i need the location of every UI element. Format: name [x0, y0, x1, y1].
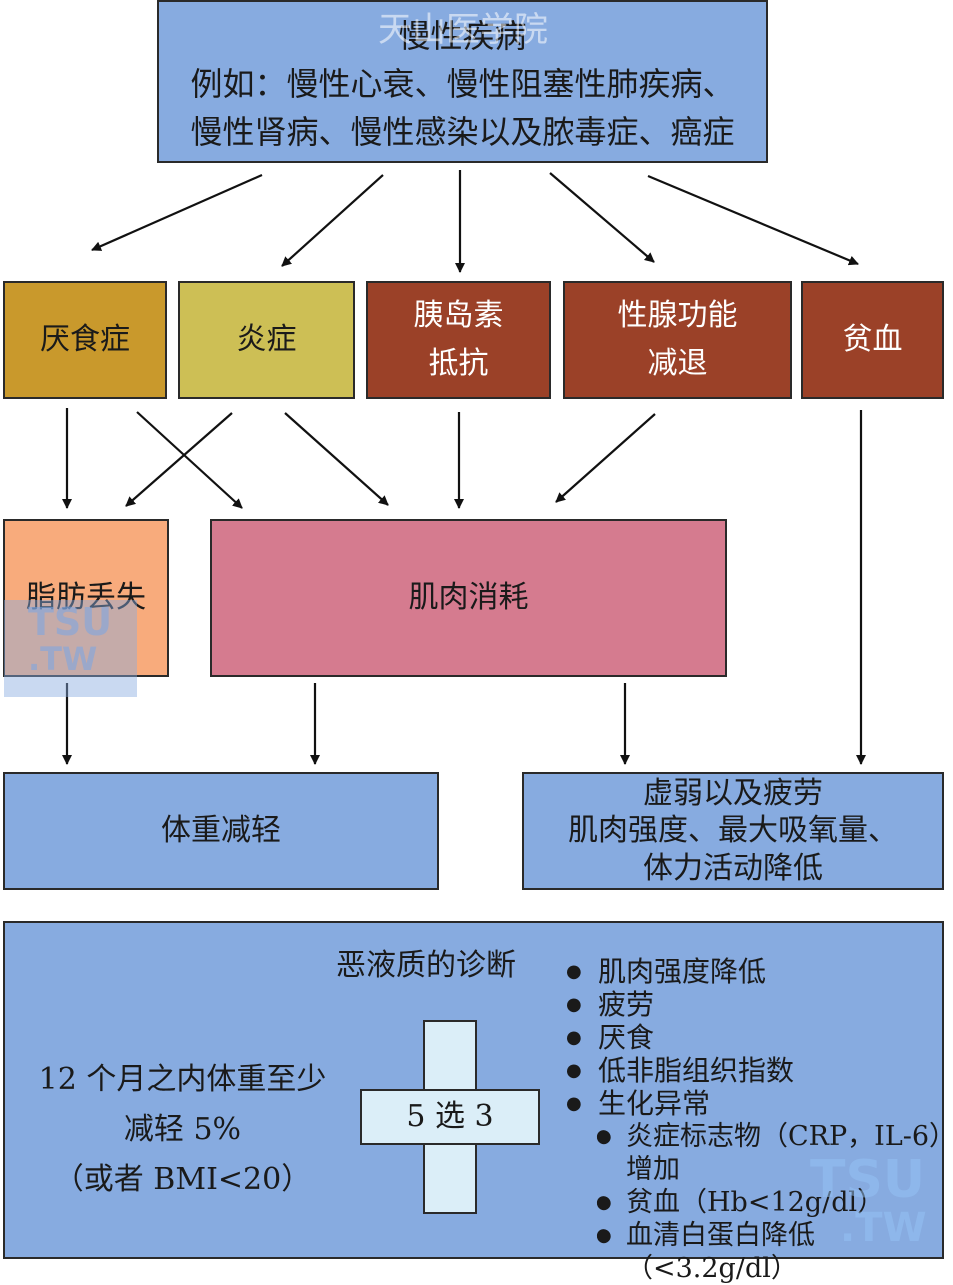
plus-cross-shape: 5 选 3: [360, 1020, 540, 1214]
sub-criteria-inflammation-line1: 炎症标志物（CRP，IL-6）: [626, 1121, 953, 1152]
watermark-logo-right-2: .TW: [840, 1205, 927, 1251]
fat-loss-label: 脂肪丢失: [26, 579, 146, 615]
weight-loss-criterion-line2: 减轻 5%: [123, 1112, 242, 1147]
sub-criteria-anemia-label: 贫血（Hb<12g/dl）: [626, 1187, 885, 1218]
chronic-disease-examples-1: 例如：慢性心衰、慢性阻塞性肺疾病、: [190, 65, 735, 103]
watermark-top: 天山医学院: [378, 10, 548, 50]
factor-anorexia-label: 厌食症: [40, 321, 130, 357]
factor-hypogonadism-line2: 减退: [647, 346, 708, 381]
factor-anorexia-box: 厌食症: [3, 281, 167, 399]
criteria-item: 疲劳: [566, 988, 953, 1021]
chronic-disease-box: 慢性疾病 例如：慢性心衰、慢性阻塞性肺疾病、 慢性肾病、慢性感染以及脓毒症、癌症: [157, 0, 768, 163]
weakness-fatigue-line1: 虚弱以及疲劳: [643, 775, 823, 811]
diagnosis-title: 恶液质的诊断: [336, 948, 516, 983]
weight-loss-label: 体重减轻: [161, 812, 281, 848]
weight-loss-criterion-line3: （或者 BMI<20）: [53, 1162, 312, 1197]
factor-insulin-resistance-line1: 胰岛素: [413, 298, 504, 333]
muscle-loss-label: 肌肉消耗: [408, 579, 529, 615]
factor-anemia-box: 贫血: [801, 281, 944, 399]
chronic-disease-examples-2: 慢性肾病、慢性感染以及脓毒症、癌症: [190, 113, 735, 151]
watermark-logo-right-1: TSU: [810, 1150, 926, 1210]
weight-loss-box: 体重减轻: [3, 772, 439, 890]
factor-inflammation-box: 炎症: [178, 281, 355, 399]
criteria-item: 低非脂组织指数: [566, 1054, 953, 1087]
weakness-fatigue-box: 虚弱以及疲劳 肌肉强度、最大吸氧量、 体力活动降低: [522, 772, 944, 890]
criteria-rule-label: 5 选 3: [406, 1099, 494, 1134]
factor-hypogonadism-line1: 性腺功能: [617, 298, 738, 333]
criteria-item: 肌肉强度降低: [566, 955, 953, 988]
sub-criteria-inflammation-line2: 增加: [626, 1154, 680, 1185]
criteria-list: 肌肉强度降低 疲劳 厌食 低非脂组织指数 生化异常 ● 炎症标志物（CRP，IL…: [566, 955, 953, 1285]
chronic-disease-title: 慢性疾病: [398, 17, 527, 55]
muscle-loss-box: 肌肉消耗: [210, 519, 727, 677]
factor-hypogonadism-box: 性腺功能 减退: [563, 281, 792, 399]
factor-anemia-label: 贫血: [842, 321, 903, 357]
factor-inflammation-label: 炎症: [236, 321, 297, 357]
watermark-logo-left-1: TSU: [28, 600, 113, 644]
weakness-fatigue-line2: 肌肉强度、最大吸氧量、: [568, 813, 898, 849]
fat-loss-box: 脂肪丢失: [3, 519, 169, 677]
criteria-item-biochem-label: 生化异常: [598, 1087, 711, 1120]
factor-insulin-resistance-box: 胰岛素 抵抗: [366, 281, 551, 399]
watermark-logo-left-bg: [4, 600, 137, 697]
criteria-item: 厌食: [566, 1021, 953, 1054]
sub-criteria-inflammation: ● 炎症标志物（CRP，IL-6） 增加: [596, 1120, 953, 1186]
watermark-logo-left-2: .TW: [28, 640, 98, 678]
weakness-fatigue-line3: 体力活动降低: [643, 850, 823, 886]
sub-criteria-anemia: ● 贫血（Hb<12g/dl）: [596, 1186, 953, 1219]
weight-loss-criterion: 12 个月之内体重至少 减轻 5% （或者 BMI<20）: [10, 1055, 355, 1205]
factor-insulin-resistance-line2: 抵抗: [428, 346, 489, 381]
weight-loss-criterion-line1: 12 个月之内体重至少: [38, 1062, 327, 1097]
